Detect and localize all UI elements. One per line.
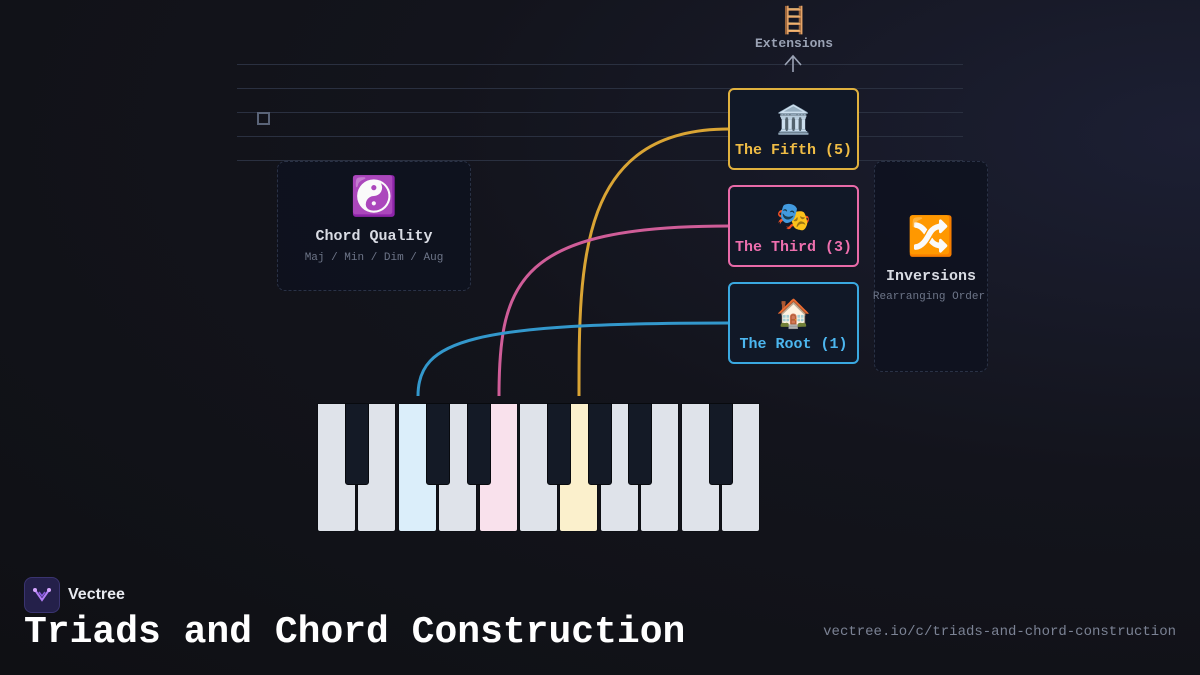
fifth-connector bbox=[577, 127, 730, 397]
chord-quality-subtitle: Maj / Min / Dim / Aug bbox=[304, 252, 444, 264]
black-key bbox=[709, 403, 733, 485]
staff-line bbox=[237, 88, 963, 89]
black-key bbox=[547, 403, 572, 485]
third-connector bbox=[497, 224, 730, 397]
black-key bbox=[426, 403, 451, 485]
brand-name: Vectree bbox=[68, 586, 125, 603]
extensions-node: 🪜 Extensions bbox=[748, 6, 840, 51]
vectree-logo-icon bbox=[24, 577, 60, 613]
classical-building-icon: 🏛️ bbox=[776, 103, 811, 136]
root-label: The Root (1) bbox=[739, 336, 848, 353]
fifth-label: The Fifth (5) bbox=[734, 142, 853, 159]
ladder-icon: 🪜 bbox=[777, 6, 811, 36]
root-connector bbox=[416, 321, 730, 397]
page-url[interactable]: vectree.io/c/triads-and-chord-constructi… bbox=[823, 624, 1176, 640]
square-marker bbox=[257, 112, 270, 125]
extensions-label: Extensions bbox=[754, 36, 833, 51]
fifth-card: 🏛️ The Fifth (5) bbox=[728, 88, 859, 170]
up-arrow-icon bbox=[784, 54, 802, 72]
chord-quality-title: Chord Quality bbox=[315, 228, 433, 245]
third-label: The Third (3) bbox=[734, 239, 853, 256]
house-icon: 🏠 bbox=[776, 297, 811, 330]
page-title: Triads and Chord Construction bbox=[24, 611, 686, 654]
chord-quality-card: ☯️ Chord Quality Maj / Min / Dim / Aug bbox=[277, 161, 471, 291]
inversions-subtitle: Rearranging Order bbox=[872, 291, 986, 303]
third-card: 🎭 The Third (3) bbox=[728, 185, 859, 267]
black-key bbox=[466, 403, 491, 485]
brand: Vectree bbox=[24, 577, 125, 613]
staff-line bbox=[237, 112, 963, 113]
piano-keyboard bbox=[317, 403, 762, 533]
black-key bbox=[587, 403, 612, 485]
black-key bbox=[345, 403, 370, 485]
shuffle-icon: 🔀 bbox=[907, 214, 955, 258]
inversions-card: 🔀 Inversions Rearranging Order bbox=[872, 161, 988, 372]
black-key bbox=[628, 403, 653, 485]
yin-yang-icon: ☯️ bbox=[350, 174, 398, 218]
inversions-title: Inversions bbox=[885, 268, 976, 285]
performing-arts-icon: 🎭 bbox=[776, 200, 811, 233]
staff-line bbox=[237, 136, 963, 137]
root-card: 🏠 The Root (1) bbox=[728, 282, 859, 364]
staff-line bbox=[237, 160, 963, 161]
staff-line bbox=[237, 64, 963, 65]
